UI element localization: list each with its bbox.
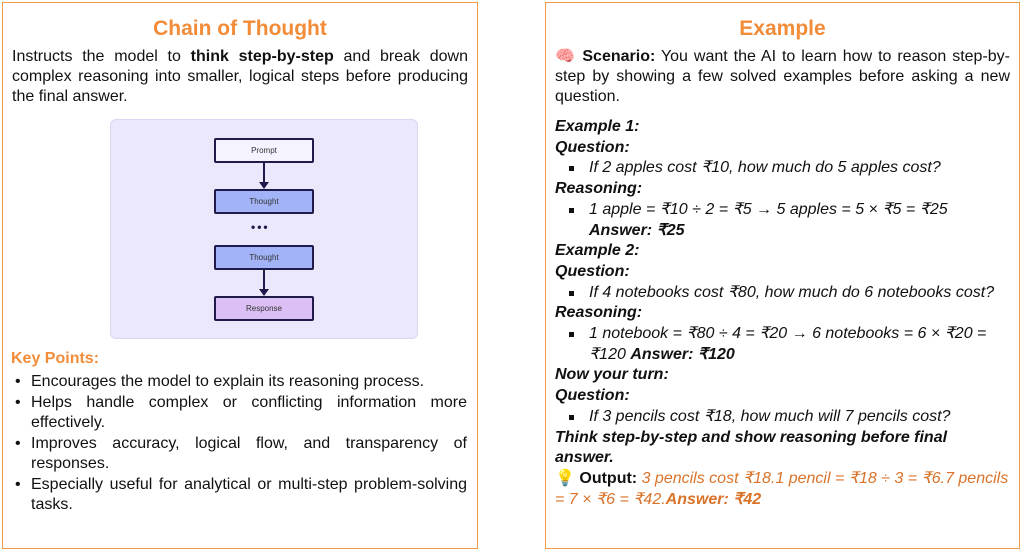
example-panel: Example 🧠 Scenario: You want the AI to l…	[545, 2, 1020, 549]
cot-diagram: Prompt Thought ••• Thought Response	[110, 119, 418, 339]
output: 💡 Output: 3 pencils cost ₹18.1 pencil = …	[555, 469, 1009, 508]
panel-title: Example	[739, 17, 826, 40]
thought-box: Thought	[214, 245, 314, 270]
intro-text: Instructs the model to think step-by-ste…	[12, 48, 469, 105]
thought-box: Thought	[214, 189, 314, 214]
list-item: Especially useful for analytical or mult…	[11, 475, 467, 516]
list-item: Encourages the model to explain its reas…	[11, 372, 467, 393]
chain-of-thought-panel: Chain of Thought Instructs the model to …	[2, 2, 478, 549]
example-heading: Example 1:	[555, 118, 640, 135]
list-item: Improves accuracy, logical flow, and tra…	[11, 434, 467, 475]
reasoning-text: 1 apple = ₹10 ÷ 2 = ₹5 → 5 apples = 5 × …	[555, 200, 1010, 241]
panel-title: Chain of Thought	[153, 17, 327, 40]
reasoning-text: 1 notebook = ₹80 ÷ 4 = ₹20 → 6 notebooks…	[555, 324, 1010, 365]
question-label: Question:	[555, 387, 630, 405]
example-heading: Example 2:	[555, 242, 640, 260]
list-item: Helps handle complex or conflicting info…	[11, 393, 467, 434]
question-text: If 2 apples cost ₹10, how much do 5 appl…	[555, 158, 1010, 179]
brain-icon: 🧠	[555, 48, 577, 65]
question-label: Question:	[555, 262, 630, 280]
turn-heading: Now your turn:	[555, 366, 669, 384]
key-points-list: Encourages the model to explain its reas…	[11, 372, 467, 516]
question-text: If 3 pencils cost ₹18, how much will 7 p…	[555, 407, 1010, 428]
key-points-title: Key Points:	[11, 350, 100, 367]
arrow-icon	[259, 270, 269, 296]
question-label: Question:	[555, 138, 630, 156]
arrow-icon	[259, 163, 269, 189]
reasoning-label: Reasoning:	[555, 304, 643, 322]
scenario: 🧠 Scenario: You want the AI to learn how…	[555, 48, 1011, 105]
question-text: If 4 notebooks cost ₹80, how much do 6 n…	[555, 283, 1010, 304]
response-box: Response	[214, 296, 314, 321]
prompt-box: Prompt	[214, 138, 314, 163]
instruction: Think step-by-step and show reasoning be…	[555, 428, 948, 467]
reasoning-label: Reasoning:	[555, 180, 643, 198]
ellipsis: •••	[251, 220, 270, 234]
examples: Example 1: Question: If 2 apples cost ₹1…	[555, 117, 1010, 510]
lightbulb-icon: 💡	[555, 469, 575, 487]
